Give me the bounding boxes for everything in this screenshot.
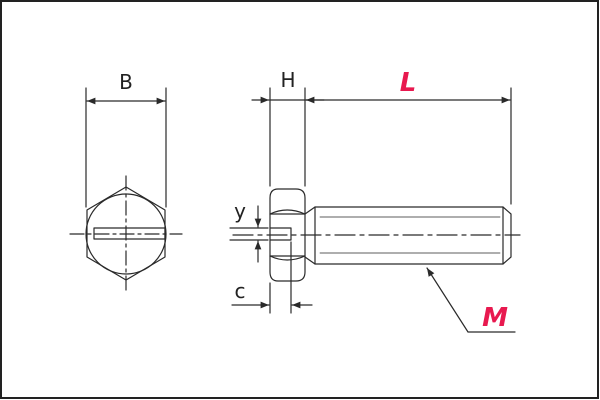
label-b: B [119,70,133,94]
end-view [69,87,183,291]
head-curve-lower [269,255,306,261]
screw-head [269,188,306,282]
label-c: c [235,279,246,303]
label-y: y [234,199,246,223]
head-curve-upper [269,209,306,215]
side-view [229,87,521,333]
label-l: L [400,68,417,98]
slot-side-view [269,227,292,241]
label-m: M [482,303,508,333]
label-h: H [280,68,295,92]
m-leader-line [426,267,516,333]
